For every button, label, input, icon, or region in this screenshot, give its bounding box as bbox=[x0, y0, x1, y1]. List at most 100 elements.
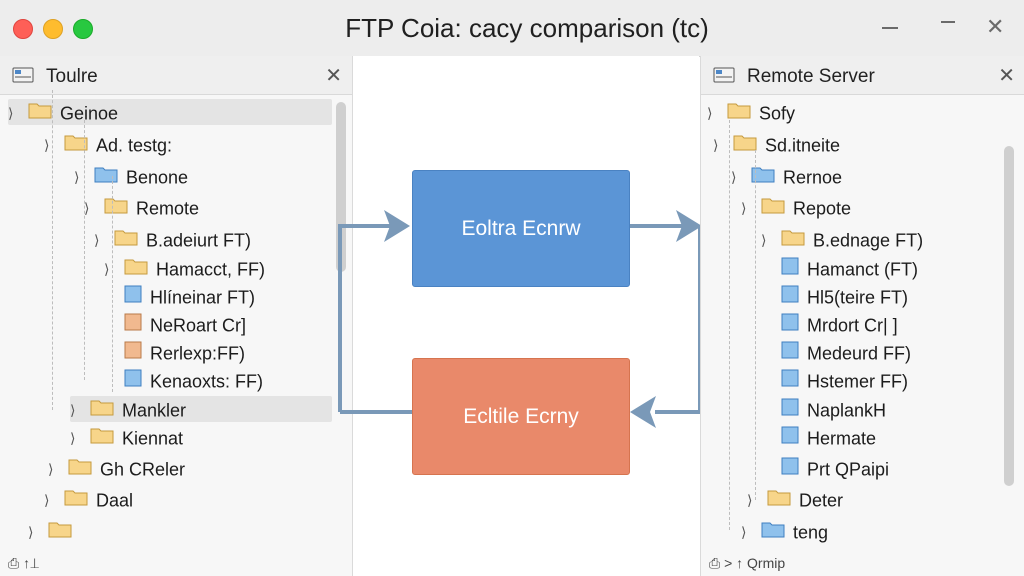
folder-icon bbox=[761, 195, 785, 221]
tree-item-label: Rernoe bbox=[783, 167, 843, 188]
file-row[interactable]: Medeurd FF) bbox=[761, 339, 911, 365]
folder-row[interactable]: ⟩Mankler bbox=[70, 396, 332, 422]
folder-row[interactable]: ⟩teng bbox=[741, 518, 828, 544]
disclosure-chevron-icon[interactable]: ⟩ bbox=[707, 105, 713, 121]
disclosure-chevron-icon[interactable]: ⟩ bbox=[48, 461, 54, 477]
disclosure-chevron-icon[interactable]: ⟩ bbox=[70, 402, 76, 418]
file-row[interactable]: Rerlexp:FF) bbox=[104, 339, 245, 365]
file-icon bbox=[781, 368, 799, 394]
minimize-window-button[interactable] bbox=[43, 19, 63, 39]
tree-item-label: Gh CReler bbox=[100, 459, 186, 480]
file-row[interactable]: Hlíneinar FT) bbox=[104, 283, 255, 309]
tree-guide-line bbox=[729, 120, 730, 530]
file-row[interactable]: Prt QPaipi bbox=[761, 455, 889, 481]
tree-item-label: Sofy bbox=[759, 103, 796, 124]
arrow-right-icon bbox=[384, 210, 410, 242]
tree-guide-line bbox=[52, 90, 53, 410]
folder-row[interactable]: ⟩Ad. testg: bbox=[44, 131, 172, 157]
disclosure-chevron-icon[interactable]: ⟩ bbox=[713, 137, 719, 153]
maximize-icon[interactable] bbox=[880, 11, 900, 39]
tree-item-label: Repote bbox=[793, 198, 852, 219]
disclosure-chevron-icon[interactable]: ⟩ bbox=[74, 169, 80, 185]
tree-item-label: B.ednage FT) bbox=[813, 230, 924, 251]
folder-row[interactable]: ⟩ Gh CReler bbox=[48, 455, 185, 481]
local-panel-close-icon[interactable]: ✕ bbox=[325, 65, 342, 87]
folder-row[interactable]: ⟩ Sofy bbox=[707, 99, 795, 125]
upload-connector bbox=[338, 224, 395, 412]
file-icon bbox=[124, 368, 142, 394]
folder-row[interactable]: ⟩ B.adeiurt FT) bbox=[94, 226, 251, 252]
folder-icon bbox=[94, 164, 118, 190]
disclosure-chevron-icon[interactable]: ⟩ bbox=[70, 430, 76, 446]
file-row[interactable]: Kenaoxts: FF) bbox=[104, 367, 263, 393]
disclosure-chevron-icon[interactable]: ⟩ bbox=[8, 105, 14, 121]
folder-row[interactable]: ⟩ Rernoe bbox=[731, 163, 842, 189]
folder-row[interactable]: ⟩ B.ednage FT) bbox=[761, 226, 923, 252]
disclosure-chevron-icon[interactable]: ⟩ bbox=[44, 492, 50, 508]
file-row[interactable]: Hermate bbox=[761, 424, 876, 450]
minimize-icon[interactable] bbox=[938, 11, 958, 39]
tree-item-label: Prt QPaipi bbox=[807, 459, 890, 480]
file-icon bbox=[781, 284, 799, 310]
tree-item-label: Hstemer FF) bbox=[807, 371, 908, 392]
folder-icon bbox=[64, 487, 88, 513]
file-row[interactable]: Hstemer FF) bbox=[761, 367, 908, 393]
folder-row[interactable]: ⟩ bbox=[28, 518, 80, 544]
window-close-icon[interactable]: ✕ bbox=[986, 14, 1005, 39]
file-row[interactable]: Hl5(teire FT) bbox=[761, 283, 908, 309]
disclosure-chevron-icon[interactable]: ⟩ bbox=[104, 261, 110, 277]
window-title: FTP Coia: cacy comparison (tc) bbox=[345, 13, 709, 43]
arrow-right-icon bbox=[676, 210, 702, 242]
disclosure-chevron-icon[interactable]: ⟩ bbox=[94, 232, 100, 248]
tree-item-label: B.adeiurt FT) bbox=[146, 230, 252, 251]
folder-icon bbox=[48, 519, 72, 545]
download-connector bbox=[655, 226, 702, 414]
close-window-button[interactable] bbox=[13, 19, 33, 39]
file-icon bbox=[124, 284, 142, 310]
folder-row[interactable]: ⟩Benone bbox=[74, 163, 188, 189]
file-icon bbox=[124, 312, 142, 338]
tree-guide-line bbox=[112, 176, 113, 392]
file-icon bbox=[781, 456, 799, 482]
disclosure-chevron-icon[interactable]: ⟩ bbox=[44, 137, 50, 153]
remote-scrollbar[interactable] bbox=[1004, 146, 1014, 486]
tree-item-label: NeRoart Cr] bbox=[150, 315, 247, 336]
folder-row[interactable]: ⟩Sd.itneite bbox=[713, 131, 840, 157]
disclosure-chevron-icon[interactable]: ⟩ bbox=[741, 524, 747, 540]
file-icon bbox=[124, 340, 142, 366]
folder-row[interactable]: ⟩Kiennat bbox=[70, 424, 183, 450]
disclosure-chevron-icon[interactable]: ⟩ bbox=[84, 200, 90, 216]
folder-icon bbox=[64, 132, 88, 158]
transfer-diagram bbox=[353, 56, 699, 576]
local-panel-title: Toulre bbox=[46, 66, 98, 87]
disclosure-chevron-icon[interactable]: ⟩ bbox=[731, 169, 737, 185]
tree-item-label: Mrdort Cr| ] bbox=[807, 315, 898, 336]
remote-panel-close-icon[interactable]: ✕ bbox=[998, 65, 1015, 87]
folder-icon bbox=[781, 227, 805, 253]
local-scrollbar[interactable] bbox=[336, 102, 346, 272]
tree-guide-line bbox=[84, 120, 85, 380]
upload-box[interactable]: Eoltra Ecnrw bbox=[412, 170, 630, 287]
folder-icon bbox=[761, 519, 785, 545]
remote-footer: ⎙ > ↑ Qrmip bbox=[709, 555, 786, 571]
file-icon bbox=[781, 425, 799, 451]
folder-row[interactable]: ⟩Remote bbox=[84, 194, 199, 220]
folder-row[interactable]: ⟩Deter bbox=[747, 486, 843, 512]
file-row[interactable]: Hamanct (FT) bbox=[761, 255, 918, 281]
file-row[interactable]: NeRoart Cr] bbox=[104, 311, 246, 337]
folder-icon bbox=[114, 227, 138, 253]
file-row[interactable]: NaplankH bbox=[761, 396, 886, 422]
disclosure-chevron-icon[interactable]: ⟩ bbox=[28, 524, 34, 540]
folder-icon bbox=[104, 195, 128, 221]
download-box[interactable]: Ecltile Ecrny bbox=[412, 358, 630, 475]
folder-row[interactable]: ⟩ Repote bbox=[741, 194, 851, 220]
folder-row[interactable]: ⟩Geinoe bbox=[8, 99, 332, 125]
disclosure-chevron-icon[interactable]: ⟩ bbox=[741, 200, 747, 216]
disclosure-chevron-icon[interactable]: ⟩ bbox=[747, 492, 753, 508]
folder-row[interactable]: ⟩Daal bbox=[44, 486, 133, 512]
tree-item-label: Hlíneinar FT) bbox=[150, 287, 256, 308]
folder-row[interactable]: ⟩Hamacct, FF) bbox=[104, 255, 265, 281]
file-row[interactable]: Mrdort Cr| ] bbox=[761, 311, 898, 337]
disclosure-chevron-icon[interactable]: ⟩ bbox=[761, 232, 767, 248]
zoom-window-button[interactable] bbox=[73, 19, 93, 39]
